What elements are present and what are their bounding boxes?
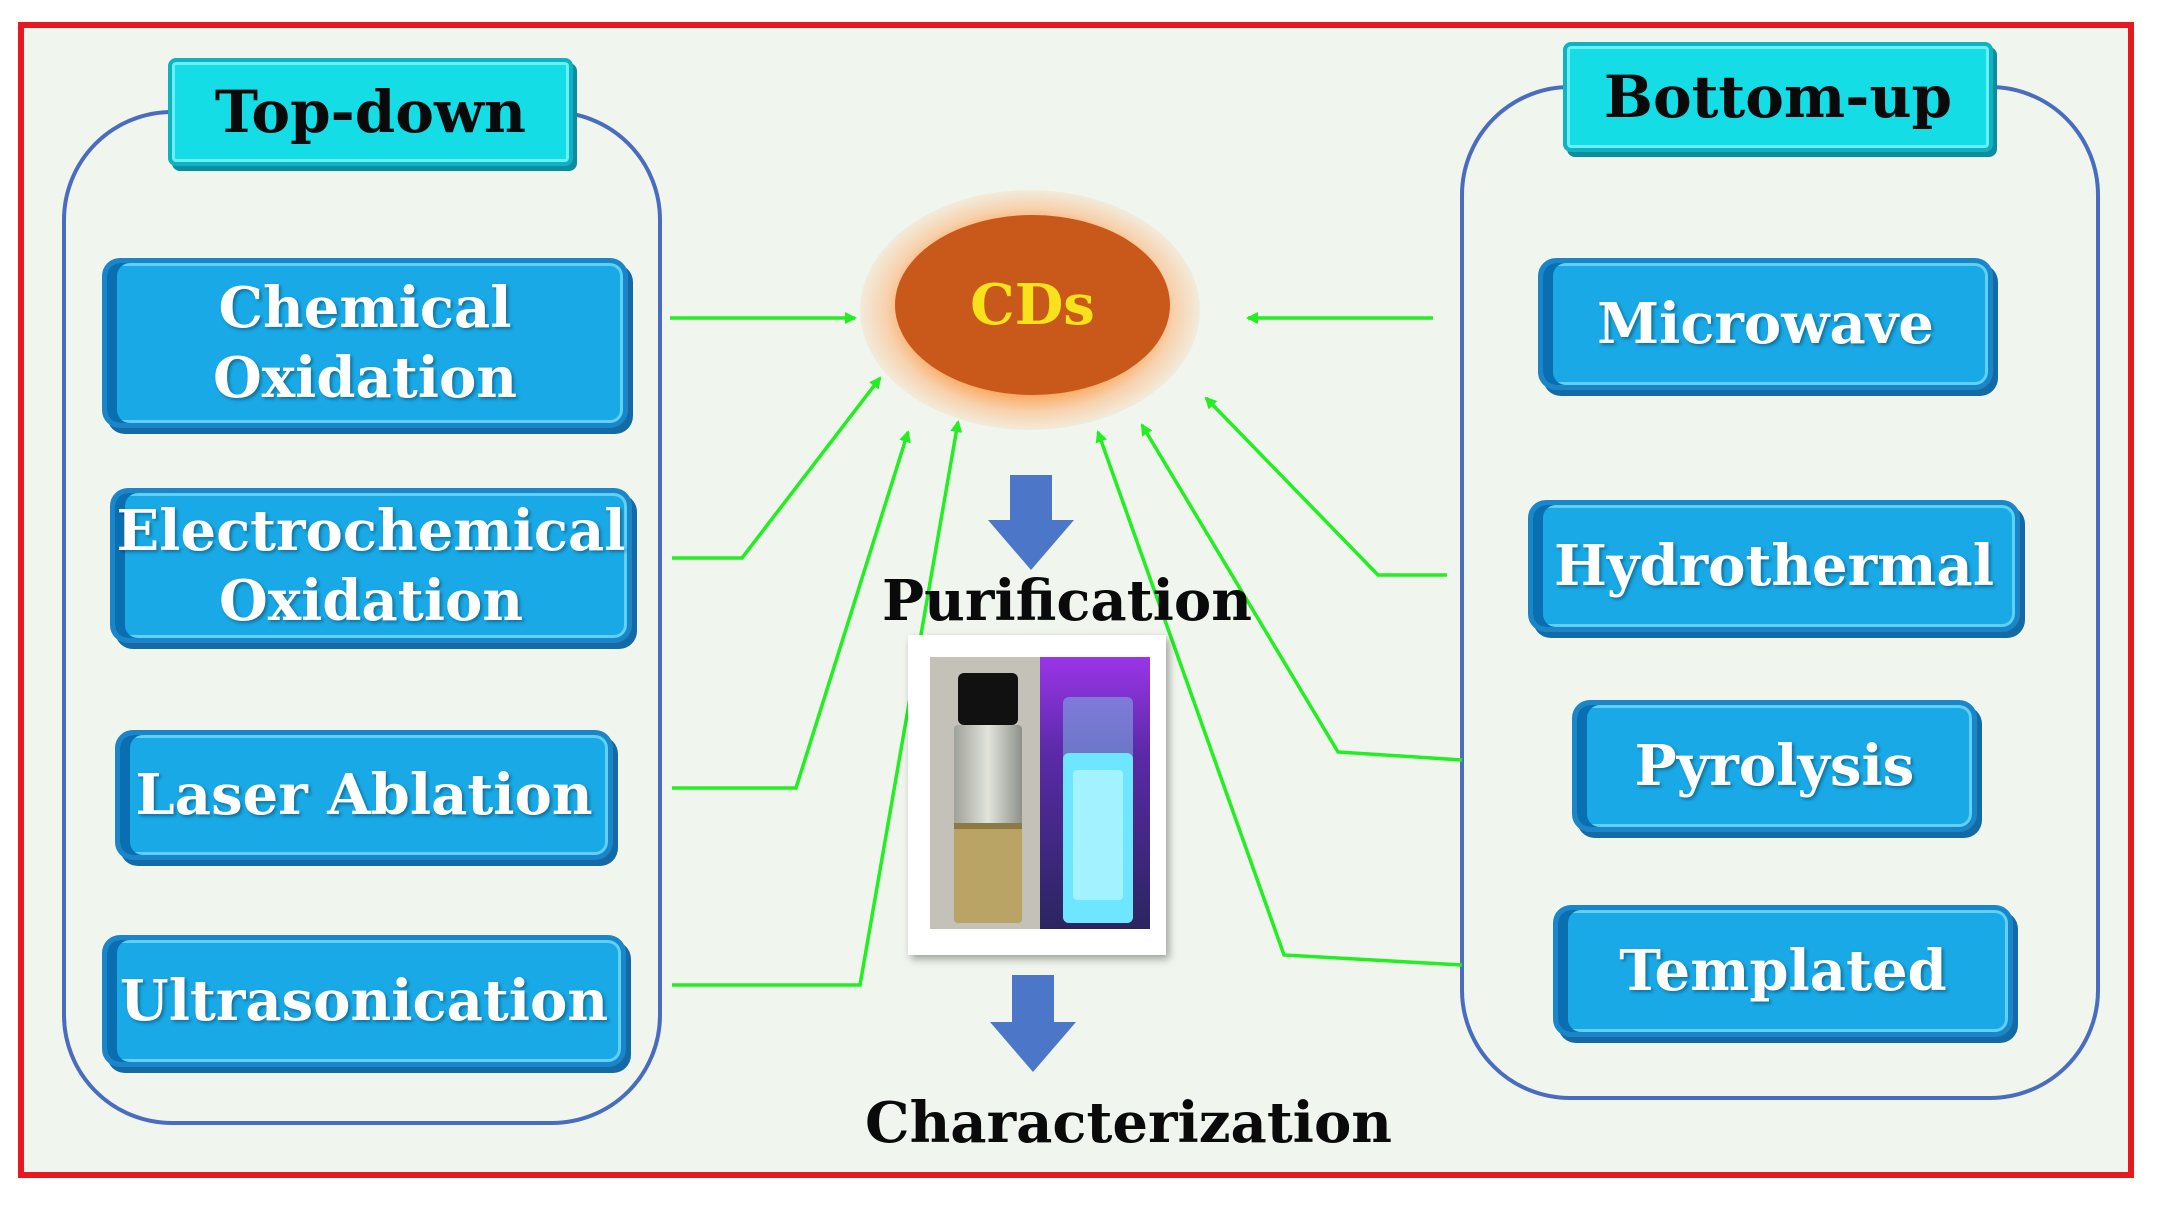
method-label-line1: Electrochemical: [116, 497, 626, 564]
method-label-line1: Chemical: [218, 275, 512, 341]
method-microwave: Microwave: [1538, 258, 1993, 390]
method-label: Ultrasonication: [119, 968, 609, 1034]
method-hydrothermal: Hydrothermal: [1528, 500, 2020, 632]
connector-laser-ablation: [672, 430, 911, 790]
vial-photo: [908, 635, 1166, 955]
method-label: Hydrothermal: [1554, 533, 1994, 599]
purification-label: Purification: [882, 568, 1252, 634]
method-label: Templated: [1619, 938, 1947, 1004]
method-laser-ablation: Laser Ablation: [115, 730, 613, 860]
method-label-line2: Oxidation: [212, 345, 518, 411]
method-ultrasonication: Ultrasonication: [102, 935, 626, 1067]
method-label-line2: Oxidation: [218, 567, 524, 634]
connector-electrochemical-oxidation: [672, 376, 882, 560]
method-label: Laser Ablation: [135, 762, 593, 828]
connector-pyrolysis: [1140, 423, 1463, 762]
cds-node: CDs: [895, 215, 1170, 395]
vial-photo-image: [930, 657, 1150, 929]
top-down-title: Top-down: [168, 58, 573, 166]
method-templated: Templated: [1553, 905, 2013, 1037]
flow-arrow-to-purification: [988, 475, 1074, 570]
cds-label: CDs: [970, 272, 1095, 338]
connector-templated: [1095, 430, 1463, 967]
connector-ultrasonication: [672, 420, 963, 987]
method-label: Pyrolysis: [1634, 733, 1915, 799]
characterization-label: Characterization: [865, 1090, 1393, 1156]
bottom-up-title: Bottom-up: [1563, 42, 1993, 152]
method-electrochemical-oxidation: Electrochemical Oxidation: [110, 488, 632, 643]
method-label: Microwave: [1597, 291, 1934, 357]
flow-arrow-to-characterization: [990, 975, 1076, 1072]
connector-hydrothermal: [1204, 396, 1447, 577]
method-chemical-oxidation: Chemical Oxidation: [102, 258, 628, 428]
method-pyrolysis: Pyrolysis: [1572, 700, 1977, 832]
